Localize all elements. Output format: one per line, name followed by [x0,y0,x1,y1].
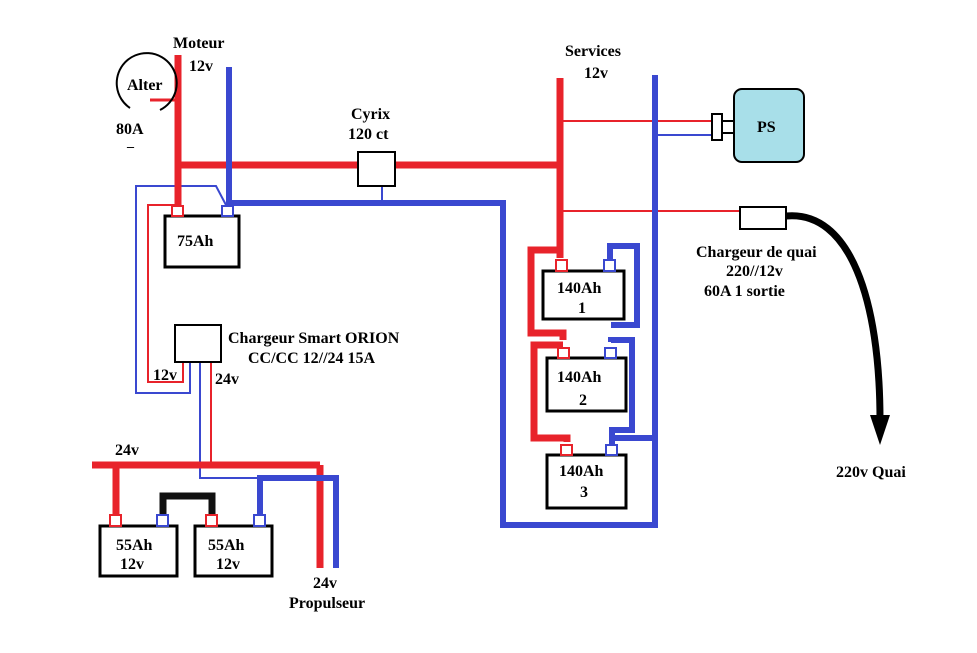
battery-140ah-1-num: 1 [578,300,586,317]
bat2-neg-loop [608,337,635,445]
shore-arrow [870,415,890,445]
main-neg-loop [229,75,658,528]
bat1-loop-pos [527,246,567,340]
negative-wires [226,67,658,568]
battery-140ah-1 [541,269,626,321]
battery-140ah-2-label: 140Ah [557,369,602,386]
orion-sense-blue [135,185,227,394]
cyrix-box [357,151,396,187]
ps-box [733,88,805,163]
label-chargeur-quai-3: 60A 1 sortie [704,283,785,300]
battery-140ah-1-label: 140Ah [557,280,602,297]
label-propulseur: Propulseur [289,595,365,612]
battery-55ah-b [193,524,274,578]
battery-55ah-a-v: 12v [120,556,144,573]
label-orion-out: 24v [215,371,239,388]
shore-power-cable [785,212,884,421]
label-chargeur-quai-2: 220//12v [726,263,783,280]
battery-75ah [163,214,241,269]
label-alter-a: 80A [116,121,144,138]
label-orion-1: Chargeur Smart ORION [228,330,400,347]
label-orion-in: 12v [153,367,177,384]
orion-box [174,324,222,363]
bat1-neg-loop [607,243,640,328]
b55b-neg-up [257,475,339,568]
label-orion-2: CC/CC 12//24 15A [248,350,376,367]
battery-55ah-a [98,524,179,578]
battery-140ah-3-label: 140Ah [559,463,604,480]
series-bridge [159,492,216,515]
label-moteur-v: 12v [189,58,213,75]
battery-140ah-2 [545,356,628,413]
orion-sense-red [147,204,184,383]
thin-wires [135,120,740,479]
bat2-loop-pos [530,341,571,442]
label-bus24: 24v [115,442,139,459]
positive-wires [92,55,571,568]
label-chargeur-quai-1: Chargeur de quai [696,244,817,261]
label-services-v: 12v [584,65,608,82]
battery-140ah-2-num: 2 [579,392,587,409]
label-propulseur-v: 24v [313,575,337,592]
label-alter: Alter [127,77,163,94]
battery-75ah-label: 75Ah [177,233,214,250]
shore-charger-box [739,206,787,230]
label-alter-dash: _ [126,135,135,150]
label-services: Services [565,43,621,60]
battery-55ah-a-label: 55Ah [116,537,153,554]
battery-140ah-3 [545,453,628,510]
alter-icon [115,52,178,111]
label-quai: 220v Quai [836,464,906,481]
ps-plug [711,113,723,141]
orion-out-blue [199,362,258,479]
battery-55ah-b-label: 55Ah [208,537,245,554]
label-cyrix: Cyrix [351,106,390,123]
battery-140ah-3-num: 3 [580,484,588,501]
label-ps: PS [757,119,776,136]
battery-55ah-b-v: 12v [216,556,240,573]
terminals [109,205,618,527]
label-cyrix-ct: 120 ct [348,126,389,143]
label-moteur: Moteur [173,35,225,52]
